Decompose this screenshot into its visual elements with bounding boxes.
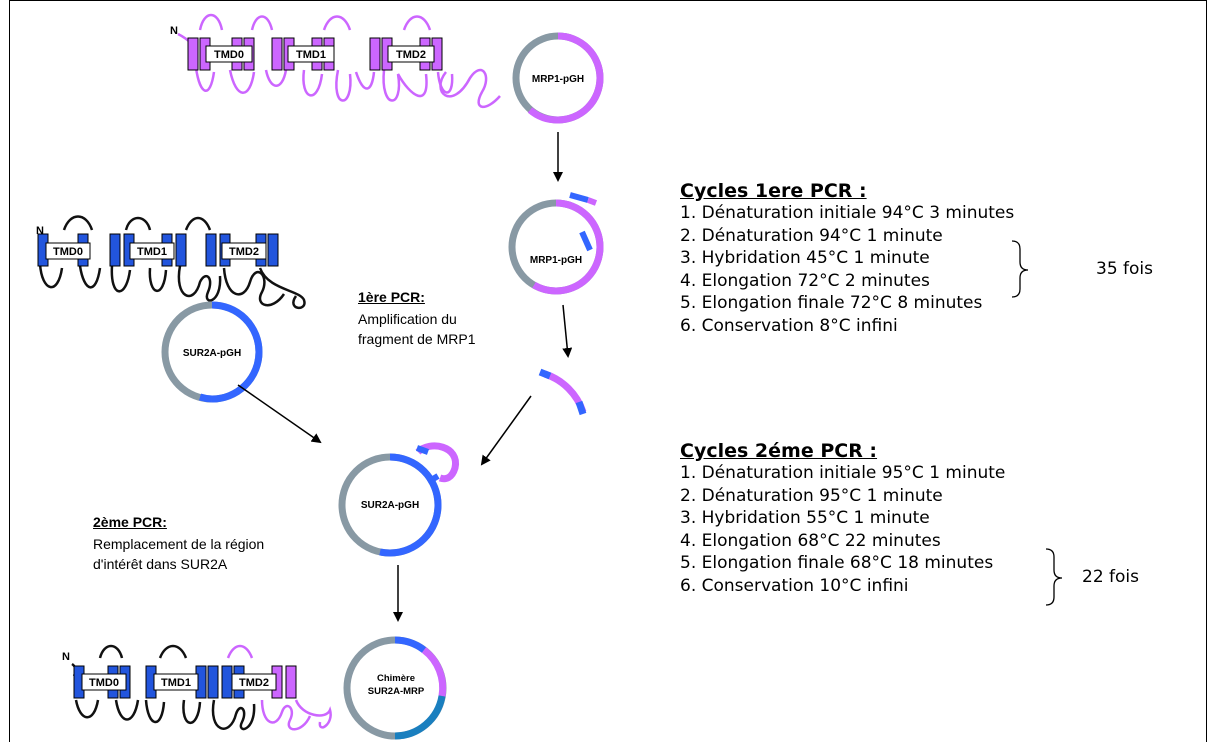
cycles-pcr1-repeat: 35 fois [1096, 259, 1154, 279]
figure-frame [9, 0, 1207, 742]
cycles-pcr2-title: Cycles 2éme PCR : [680, 440, 878, 462]
cycles-pcr2-line: 6. Conservation 10°C infini [680, 575, 909, 596]
cycles-pcr2-line: 3. Hybridation 55°C 1 minute [680, 508, 930, 528]
domain-label-tmd2: TMD2 [396, 49, 426, 61]
domain-label-tmd2: TMD2 [239, 677, 269, 689]
cycles-pcr2: Cycles 2éme PCR : 1. Dénaturation initia… [680, 440, 1005, 597]
plasmid-label-line2: SUR2A-MRP [368, 686, 425, 697]
plasmid-mrp1-pgh: MRP1-pGH [512, 32, 604, 124]
n-terminus-label: N [170, 25, 178, 37]
plasmid-label: MRP1-pGH [532, 74, 584, 85]
plasmid-mrp1-with-primers: MRP1-pGH [508, 192, 604, 295]
arrow-fragment-to-sur2a [480, 395, 532, 466]
cycles-pcr1-line: 6. Conservation 8°C infini [680, 315, 898, 336]
sur2a-protein-topology: N TMD0 TMD1 TMD2 [36, 215, 306, 309]
plasmid-label: SUR2A-pGH [361, 500, 419, 511]
cycles-pcr1-line: 3. Hybridation 45°C 1 minute [680, 248, 930, 268]
plasmid-sur2a-with-fragment: SUR2A-pGH [338, 442, 459, 557]
pcr-fragment-mrp1 [538, 368, 587, 416]
pcr2-desc-line1: Remplacement de la région [93, 536, 265, 552]
arrow-down-2 [562, 304, 573, 358]
n-terminus-label: N [62, 651, 70, 663]
arrow-sur2a-to-recombination [237, 384, 322, 444]
pcr1-title: 1ère PCR: [358, 289, 425, 305]
pcr1-desc-line1: Amplification du [358, 311, 457, 327]
domain-label-tmd0: TMD0 [53, 246, 83, 258]
plasmid-label-line1: Chimère [377, 673, 415, 684]
plasmid-chimera: Chimère SUR2A-MRP [343, 636, 447, 740]
cycles-pcr1-line: 1. Dénaturation initiale 94°C 3 minutes [680, 203, 1015, 223]
pcr1-annotation: 1ère PCR: Amplification du fragment de M… [358, 289, 476, 349]
cycles-pcr1-line: 2. Dénaturation 94°C 1 minute [680, 225, 943, 246]
cycles-pcr1-title: Cycles 1ere PCR : [680, 180, 867, 202]
pcr1-desc-line2: fragment de MRP1 [358, 331, 476, 347]
n-terminus-label: N [36, 225, 44, 237]
domain-label-tmd0: TMD0 [214, 49, 244, 61]
pcr2-annotation: 2ème PCR: Remplacement de la région d'in… [93, 514, 264, 574]
cycles-pcr1-line: 4. Elongation 72°C 2 minutes [680, 270, 930, 291]
pcr2-desc-line2: d'intérêt dans SUR2A [93, 556, 228, 572]
cycles-pcr2-repeat: 22 fois [1082, 567, 1140, 587]
cycles-pcr2-line: 1. Dénaturation initiale 95°C 1 minute [680, 463, 1006, 483]
cycles-pcr2-line: 4. Elongation 68°C 22 minutes [680, 530, 941, 551]
cycles-pcr1: Cycles 1ere PCR : 1. Dénaturation initia… [680, 180, 1014, 337]
cycles-pcr1-line: 5. Elongation finale 72°C 8 minutes [680, 293, 983, 313]
pcr2-title: 2ème PCR: [93, 514, 167, 530]
cycles-pcr2-line: 2. Dénaturation 95°C 1 minute [680, 485, 943, 506]
domain-label-tmd0: TMD0 [89, 677, 119, 689]
cycles-pcr2-line: 5. Elongation finale 68°C 18 minutes [680, 553, 994, 573]
domain-label-tmd1: TMD1 [296, 49, 326, 61]
plasmid-label: MRP1-pGH [530, 255, 582, 266]
plasmid-sur2a-pgh: SUR2A-pGH [161, 301, 263, 403]
domain-label-tmd1: TMD1 [137, 246, 167, 258]
mrp1-protein-topology: N TMD0 TMD1 TMD2 [170, 13, 501, 108]
plasmid-label: SUR2A-pGH [183, 348, 241, 359]
chimera-protein-topology: N TMD0 TMD1 TMD2 [62, 644, 332, 731]
domain-label-tmd1: TMD1 [161, 677, 191, 689]
cycle-brace-1 [1011, 240, 1029, 298]
domain-label-tmd2: TMD2 [229, 246, 259, 258]
cycle-brace-2 [1045, 548, 1063, 606]
